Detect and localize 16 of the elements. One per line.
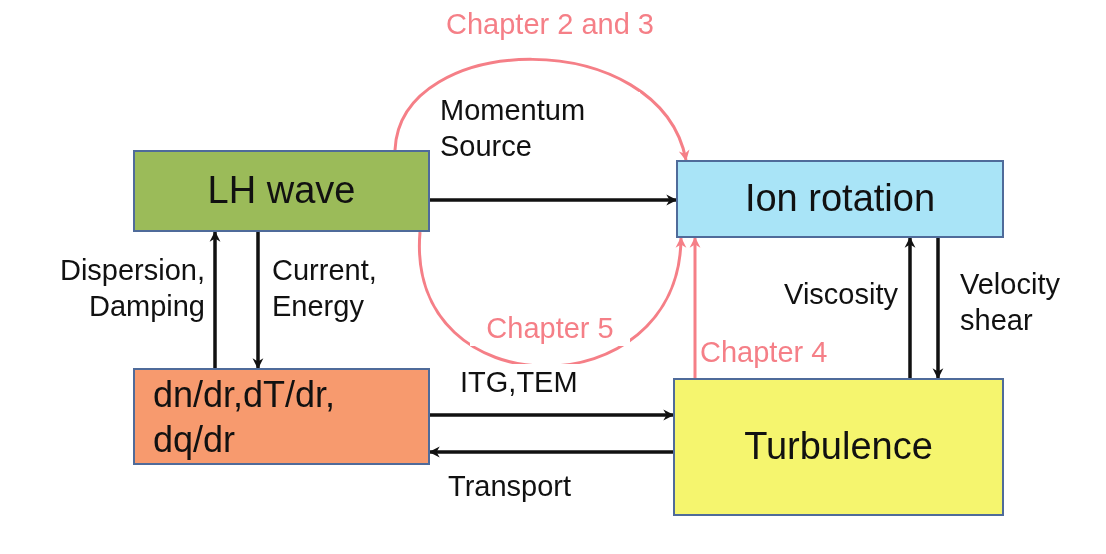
process-box <box>673 378 1004 516</box>
arrow <box>252 232 264 370</box>
arrow <box>689 236 701 378</box>
process-box <box>676 160 1004 238</box>
node-label: Turbulence <box>744 424 933 470</box>
arrow <box>209 230 221 368</box>
arrow <box>430 409 675 421</box>
node-label: dn/dr,dT/dr, dq/dr <box>153 372 337 462</box>
arrow <box>932 238 944 380</box>
node-label: Ion rotation <box>744 176 936 222</box>
arrow <box>430 194 678 206</box>
process-box <box>133 150 430 232</box>
process-box <box>133 368 430 465</box>
node-label: LH wave <box>207 168 356 214</box>
curved-arrow <box>393 58 688 161</box>
arrow <box>904 236 916 378</box>
